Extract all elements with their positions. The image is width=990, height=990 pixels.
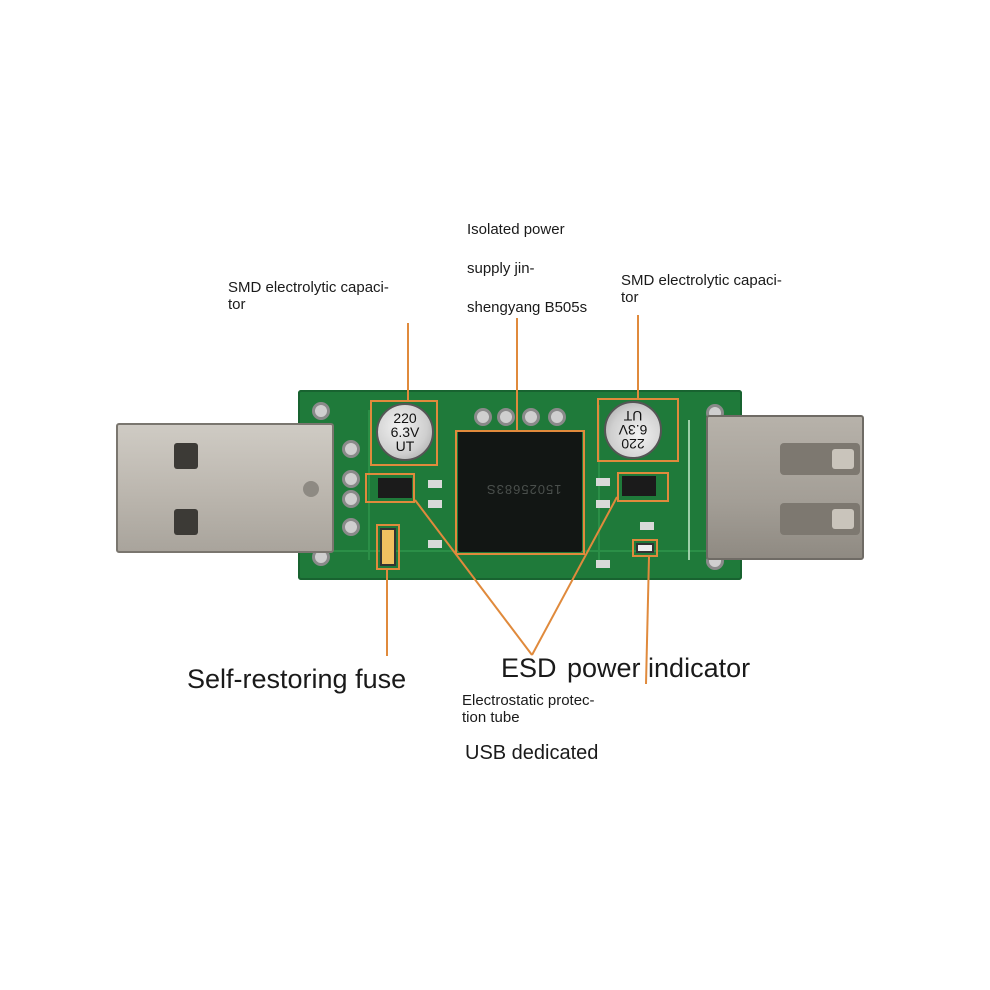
annotation-box-esd-right bbox=[617, 472, 669, 502]
usb-connector-dimple bbox=[303, 481, 319, 497]
pin-hole bbox=[342, 490, 360, 508]
pcb-silkscreen bbox=[688, 420, 690, 560]
label-capacitor-right: SMD electrolytic capaci- tor bbox=[621, 272, 782, 307]
label-capacitor-left: SMD electrolytic capaci- tor bbox=[228, 279, 389, 314]
label-electrostatic-protection-tube: Electrostatic protec- tion tube bbox=[462, 692, 595, 727]
label-esd: ESD bbox=[501, 653, 557, 683]
pin-hole bbox=[497, 408, 515, 426]
usb-a-male-connector bbox=[116, 423, 334, 553]
usb-connector-slot bbox=[174, 443, 198, 469]
smd-resistor bbox=[428, 480, 442, 488]
smd-resistor bbox=[596, 560, 610, 568]
usb-connector-spring-tab bbox=[780, 443, 860, 475]
pcb-trace bbox=[368, 410, 370, 560]
annotation-box-led bbox=[632, 539, 658, 557]
annotation-box-fuse bbox=[376, 524, 400, 570]
label-power-indicator: power indicator bbox=[567, 653, 751, 683]
label-usb-dedicated: USB dedicated bbox=[465, 742, 599, 764]
capacitor-left: 220 6.3V UT bbox=[376, 403, 434, 461]
usb-connector-spring-tab bbox=[780, 503, 860, 535]
pin-hole bbox=[342, 470, 360, 488]
power-indicator-led bbox=[636, 543, 654, 553]
usb-connector-slot bbox=[174, 509, 198, 535]
usb-a-female-connector bbox=[706, 415, 864, 560]
smd-resistor bbox=[428, 540, 442, 548]
pin-hole bbox=[474, 408, 492, 426]
mounting-hole bbox=[312, 402, 330, 420]
pin-hole bbox=[342, 440, 360, 458]
pin-hole bbox=[522, 408, 540, 426]
smd-resistor bbox=[596, 500, 610, 508]
label-isolated-power-line2: supply jin- bbox=[467, 260, 535, 277]
label-self-restoring-fuse: Self-restoring fuse bbox=[187, 664, 407, 694]
label-isolated-power-line3: shengyang B505s bbox=[467, 299, 588, 316]
capacitor-marking: 6.3V bbox=[390, 424, 420, 440]
self-restoring-fuse bbox=[380, 528, 396, 566]
smd-resistor bbox=[640, 522, 654, 530]
annotation-box-capacitor-right bbox=[597, 398, 679, 462]
smd-resistor bbox=[428, 500, 442, 508]
capacitor-marking: 220 bbox=[393, 410, 417, 426]
annotation-box-capacitor-left bbox=[370, 400, 438, 466]
capacitor-marking: UT bbox=[395, 438, 415, 454]
smd-resistor bbox=[596, 478, 610, 486]
pin-hole bbox=[548, 408, 566, 426]
esd-tube-left bbox=[378, 478, 412, 498]
annotation-box-esd-left bbox=[365, 473, 415, 503]
label-isolated-power-line1: Isolated power bbox=[467, 221, 565, 238]
esd-tube-right bbox=[622, 476, 656, 496]
annotation-box-power-module bbox=[455, 430, 585, 555]
pin-hole bbox=[342, 518, 360, 536]
